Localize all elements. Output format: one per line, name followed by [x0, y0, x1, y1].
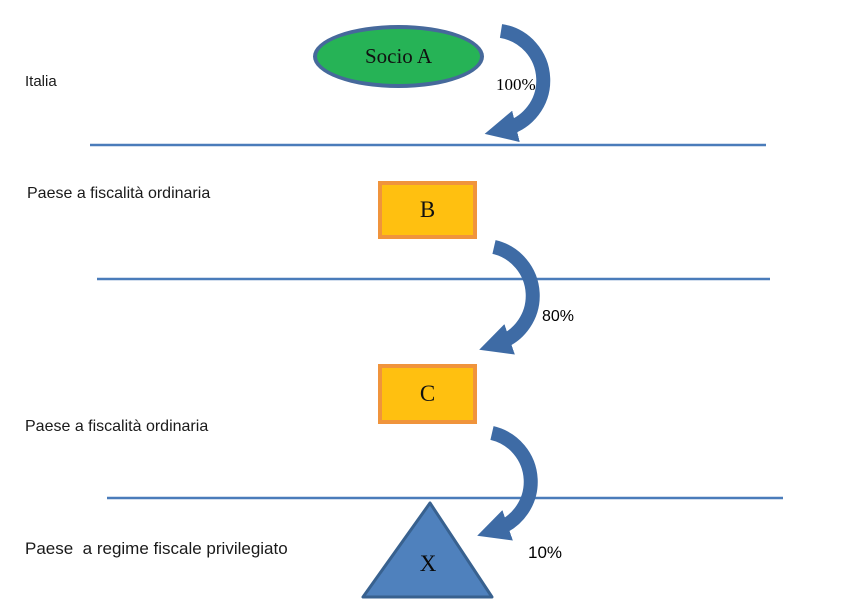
node-socio-a: Socio A: [313, 25, 484, 88]
node-b-label: B: [419, 197, 436, 222]
curved-arrow-C-to-X: [477, 426, 538, 541]
zone-label-fiscalita-ordinaria-1: Paese a fiscalità ordinaria: [27, 185, 211, 202]
node-x-triangle: [361, 501, 494, 599]
zone-label-italia: Italia: [25, 73, 57, 90]
node-socio-a-label: Socio A: [364, 44, 433, 68]
curved-arrow-socioA-to-B: [484, 24, 551, 142]
node-x-label: X: [419, 551, 437, 576]
edge-label-80pct: 80%: [542, 308, 575, 325]
edge-label-100pct: 100%: [496, 75, 536, 94]
zone-label-fiscalita-ordinaria-2: Paese a fiscalità ordinaria: [25, 418, 209, 435]
curved-arrow-B-to-C: [479, 240, 540, 355]
node-b: B: [378, 181, 477, 239]
zone-label-regime-privilegiato: Paese a regime fiscale privilegiato: [25, 539, 288, 558]
node-c: C: [378, 364, 477, 424]
edge-label-10pct: 10%: [528, 543, 563, 562]
node-c-label: C: [419, 381, 436, 406]
